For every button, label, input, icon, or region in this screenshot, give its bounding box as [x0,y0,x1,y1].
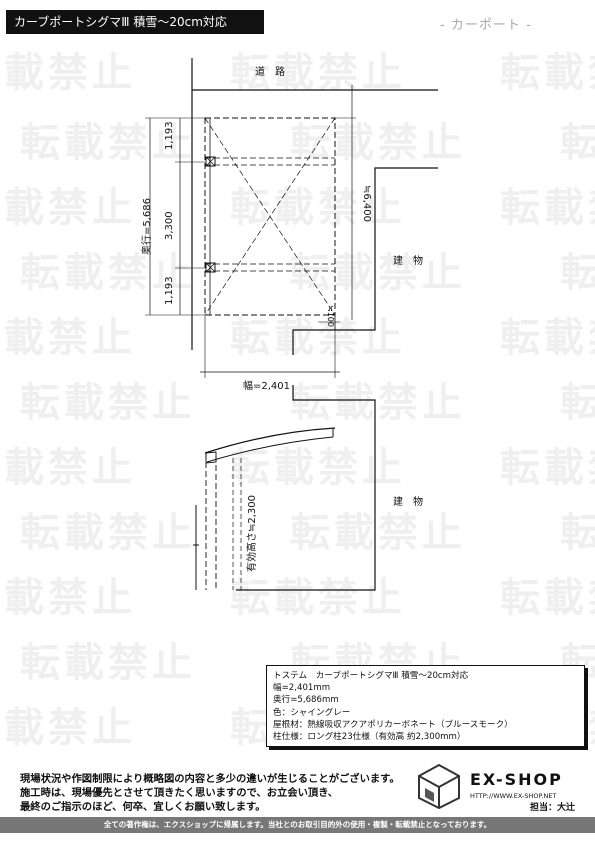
watermark-text: 転載禁止 [500,445,595,491]
spec-line-depth: 奥行=5,686mm [273,695,339,706]
watermark-text: 転載禁止 [560,380,595,426]
watermark-text: 転載禁止 [230,445,406,491]
building-label-elevation: 建 物 [393,497,423,508]
notice-text: 現場状況や作図制限により概略図の内容と多少の違いが生じることがございます。 施工… [20,772,400,814]
watermark-text: 転載禁止 [230,575,406,621]
watermark-text: 転載禁止 [500,50,595,96]
watermark-text: 転載禁止 [0,705,136,751]
watermark-text: 転載禁止 [290,380,466,426]
staff-label: 担当：大辻 [530,803,576,813]
dimension-seg1: 1,193 [164,121,175,150]
building-outline-plan [292,167,438,355]
company-logo-icon [418,763,460,810]
notice-line: 現場状況や作図制限により概略図の内容と多少の違いが生じることがございます。 [20,773,400,785]
copyright-footer: 全ての著作権は、エクスショップに帰属します。当社とのお取引目的外の使用・複製・転… [0,817,595,833]
watermark-text: 転載禁止 [500,185,595,231]
dimension-seg2: 3,300 [164,211,175,240]
watermark-text: 転載禁止 [230,185,406,231]
watermark-text: 転載禁止 [230,50,406,96]
watermark-text: 転載禁止 [20,510,196,556]
elev-post [205,453,217,590]
brand-name: EX-SHOP [470,770,563,789]
offset-dimension: ≒100 [326,305,335,327]
roof-diagonal-b [204,117,336,316]
spec-line-color: 色：シャイングレー [273,707,351,718]
notice-line: 施工時は、現場優先とさせて頂きたく思いますので、お立会い頂き、 [20,787,339,799]
watermark-text: 転載禁止 [290,510,466,556]
watermark-text: 転載禁止 [0,315,136,361]
road-label: 道 路 [255,67,285,78]
depth-dimension: 奥行=5,686 [142,197,153,255]
company-url[interactable]: HTTP://WWW.EX-SHOP.NET [470,792,557,800]
notice-line: 最終のご指示のほど、何卒、宜しくお願い致します。 [20,801,266,813]
watermark-text: 転載禁止 [20,380,196,426]
post-rear [205,262,216,273]
total-depth-dimension: ≒6,400 [361,185,372,223]
watermark-text: 転載禁止 [560,250,595,296]
watermark-text: 転載禁止 [560,510,595,556]
width-dimension: 幅=2,401 [243,381,291,392]
watermark-text: 転載禁止 [500,575,595,621]
post-front [205,156,216,167]
watermark-text: 転載禁止 [20,250,196,296]
building-label-plan: 建 物 [393,256,423,267]
spec-line-roof: 屋根材：熱線吸収アクアポリカーボネート（ブルースモーク） [273,719,513,730]
dimension-seg3: 1,193 [164,276,175,305]
page-title: カーブポートシグマⅢ 積雪～20cm対応 [6,10,264,34]
watermark-text: 転載禁止 [20,120,196,166]
roof-curve [204,427,336,454]
watermark-text: 転載禁止 [0,575,136,621]
watermark-text: 転載禁止 [0,445,136,491]
watermark-text: 転載禁止 [230,315,406,361]
spec-box: トステム カーブポートシグマⅢ 積雪～20cm対応 幅=2,401mm 奥行=5… [266,665,585,747]
spec-line-post: 柱仕様：ロング柱23仕様（有効高 約2,300mm） [273,732,466,743]
watermark-text: 転載禁止 [0,185,136,231]
watermark-text: 転載禁止 [0,50,136,96]
watermark-text: 転載禁止 [500,315,595,361]
watermark-text: 転載禁止 [20,640,196,686]
category-label: - カーポート - [440,18,532,33]
height-dimension: 有効高さ≒2,300 [247,494,258,572]
watermark-text: 転載禁止 [560,120,595,166]
spec-line-width: 幅=2,401mm [273,683,331,694]
building-outline-elev [236,385,376,591]
watermark-text: 転載禁止 [290,250,466,296]
spec-line-product: トステム カーブポートシグマⅢ 積雪～20cm対応 [273,671,469,681]
